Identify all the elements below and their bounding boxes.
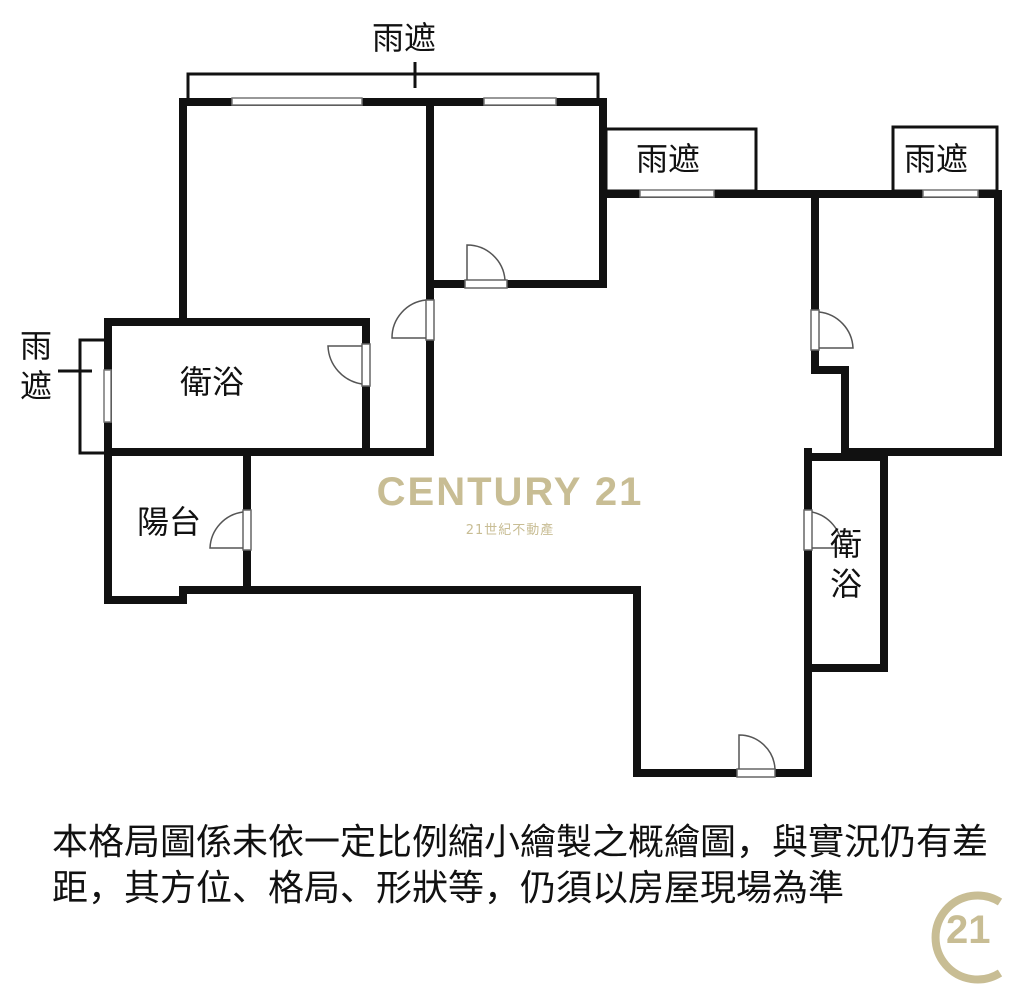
- awning-left-label: 雨遮: [19, 327, 52, 405]
- watermark-sub: 21世紀不動產: [465, 523, 555, 538]
- awning-mid-label: 雨遮: [636, 140, 701, 178]
- bathroom-right-label: 衛浴: [829, 525, 862, 603]
- logo-c-arc-icon: [931, 891, 1003, 984]
- disclaimer-text: 本格局圖係未依一定比例縮小繪製之概繪圖，與實況仍有差距，其方位、格局、形狀等，仍…: [52, 822, 989, 909]
- windows: [103, 97, 979, 423]
- awning-top-outline: [186, 72, 600, 102]
- doors: [209, 244, 854, 778]
- century21-watermark: CENTURY 21 21世紀不動產: [360, 470, 660, 538]
- balcony-label: 陽台: [137, 503, 202, 541]
- bathroom-left-label: 衛浴: [180, 363, 245, 401]
- century21-logo: 21: [928, 890, 1018, 985]
- logo-number: 21: [946, 908, 991, 952]
- walls: [104, 98, 1002, 777]
- watermark-brand: CENTURY 21: [376, 470, 644, 514]
- awning-top-label: 雨遮: [372, 19, 437, 57]
- awning-right-label: 雨遮: [904, 140, 969, 178]
